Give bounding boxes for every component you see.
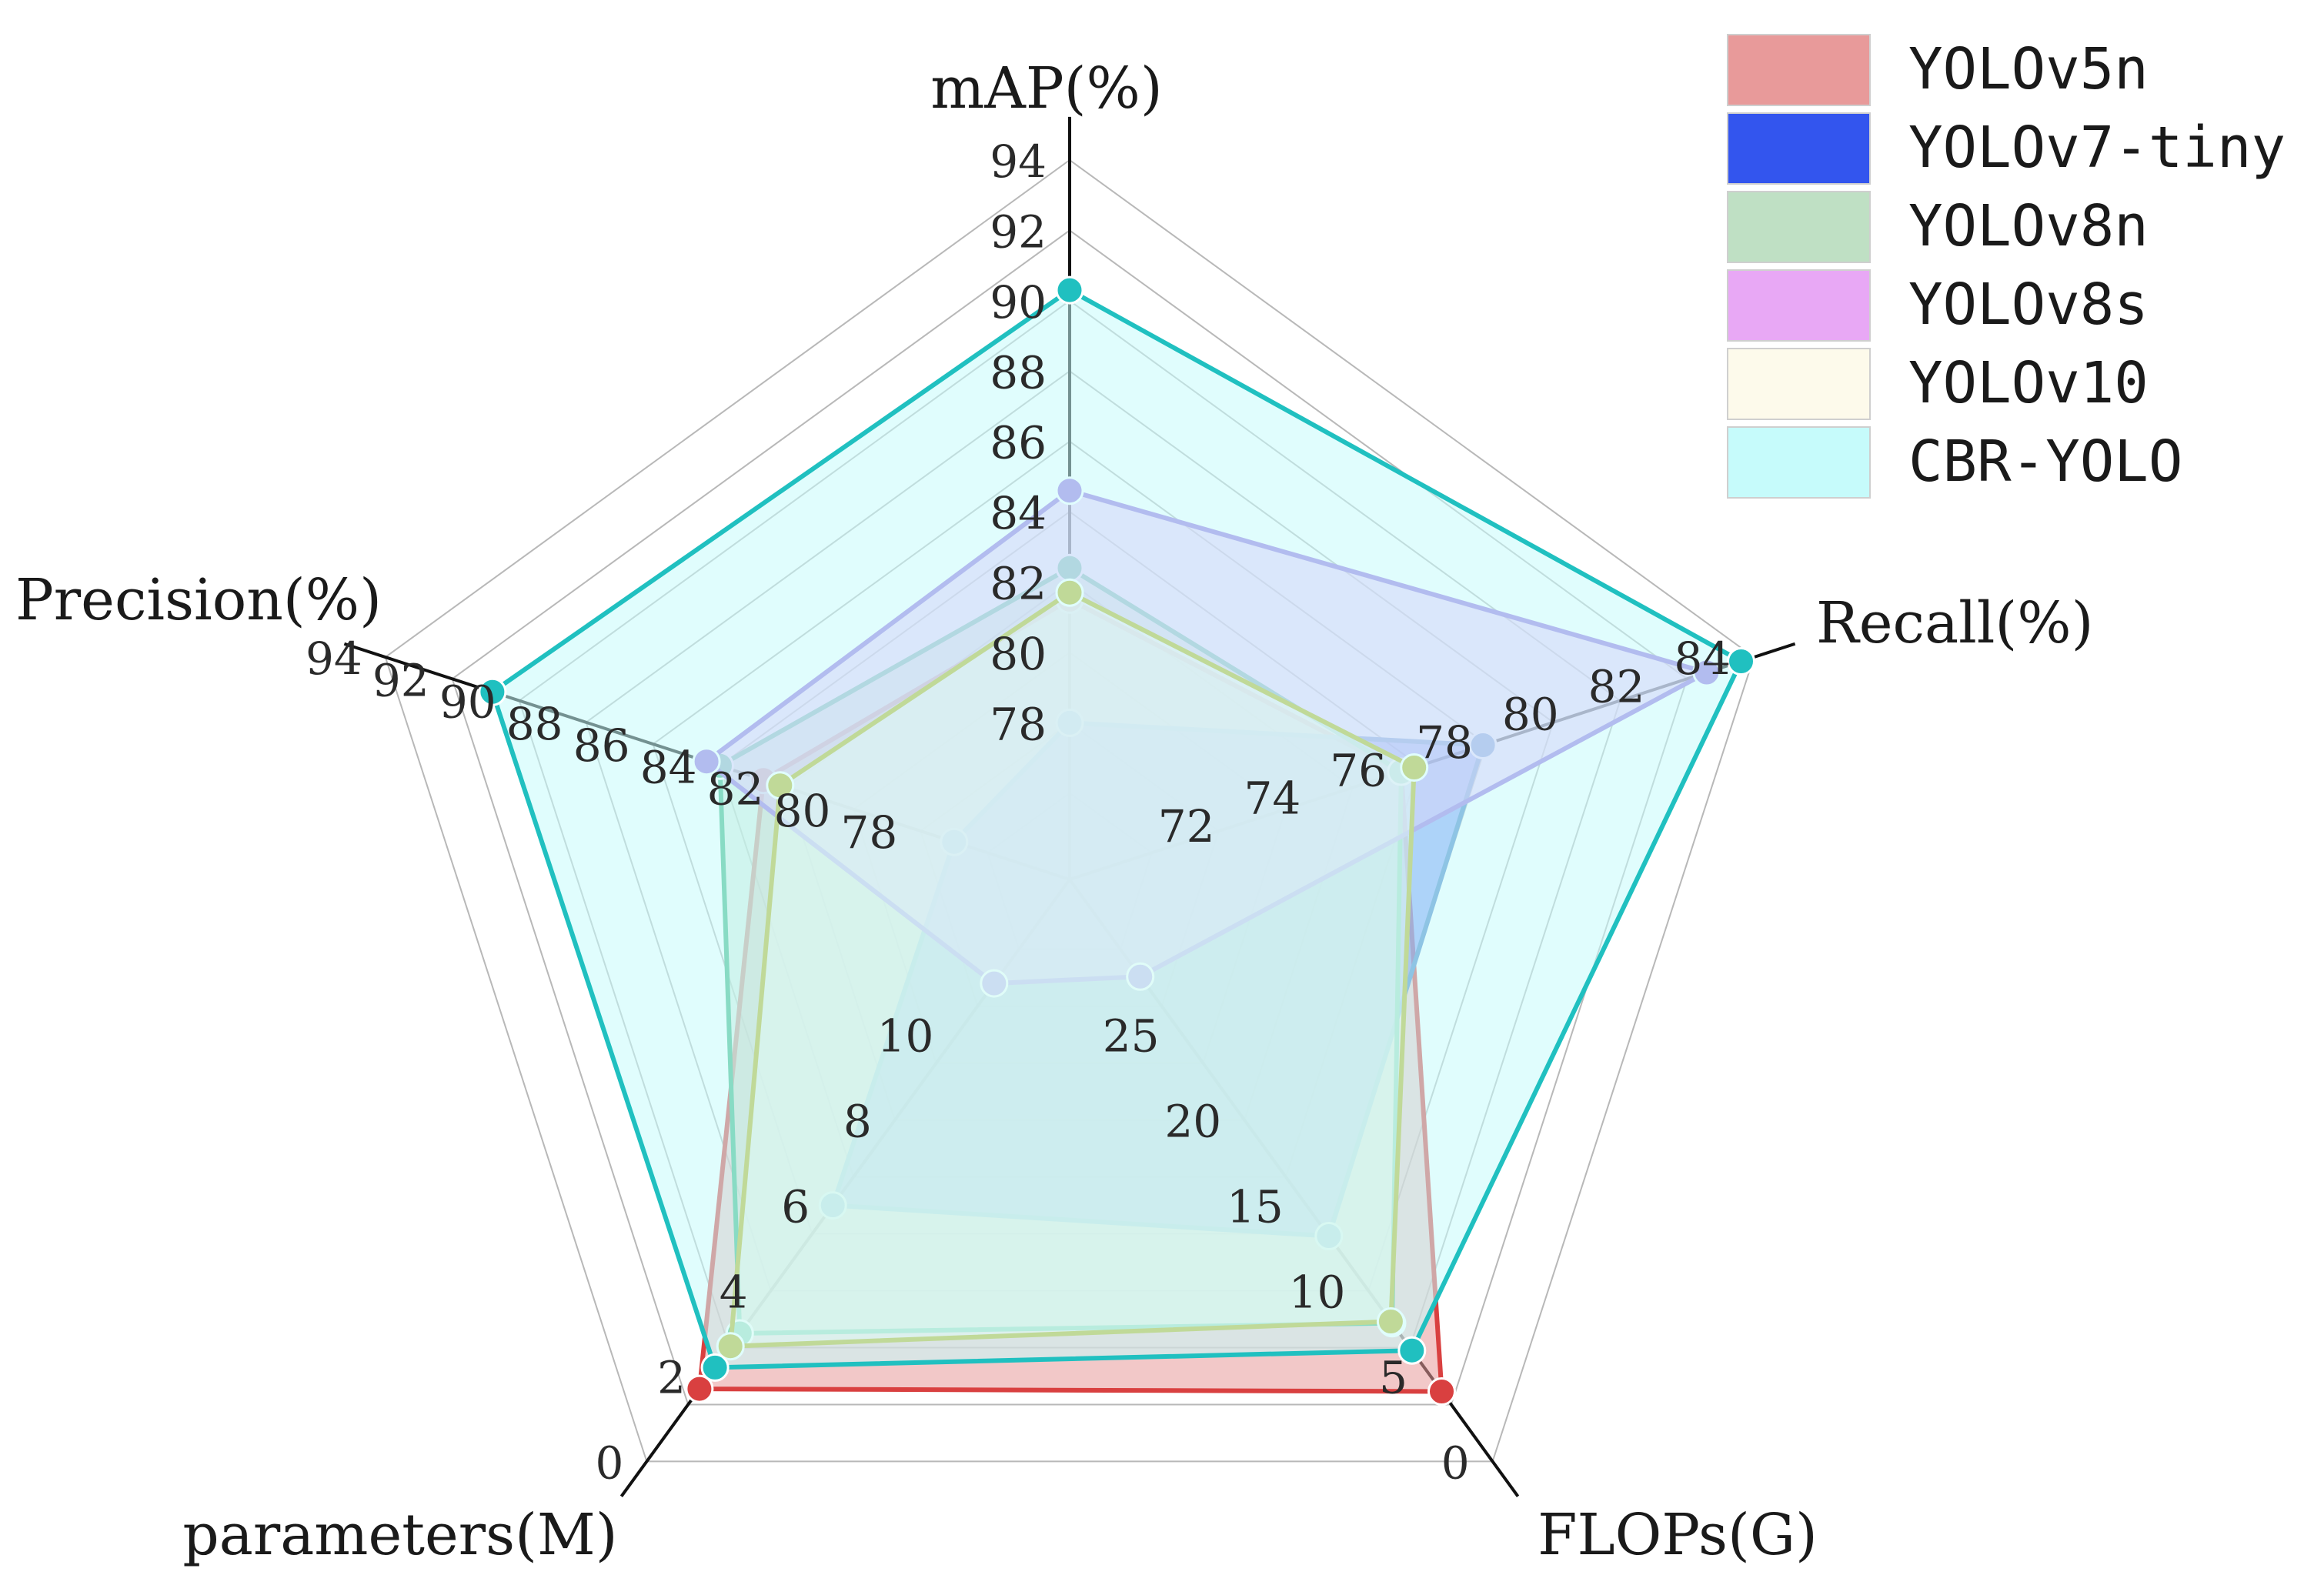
tick-label: 82 <box>1588 660 1645 712</box>
axis-label: Recall(%) <box>1816 590 2093 656</box>
tick-label: 0 <box>595 1437 623 1489</box>
axis-label-layer: mAP(%) Recall(%) FLOPs(G) parameters(M) Prec… <box>15 55 2093 1568</box>
tick-label: 86 <box>990 417 1047 469</box>
tick-label: 72 <box>1158 800 1215 853</box>
tick-label: 78 <box>1416 716 1473 769</box>
legend-label: YOLOv10 <box>1908 350 2149 416</box>
tick-label: 88 <box>506 698 563 750</box>
tick-label: 88 <box>990 346 1047 399</box>
series-cbr-yolo <box>478 275 1755 1382</box>
tick-label: 10 <box>1289 1266 1346 1319</box>
tick-label: 82 <box>990 558 1047 610</box>
data-point <box>1727 647 1755 676</box>
tick-label: 78 <box>840 806 897 859</box>
tick-label: 92 <box>990 205 1047 258</box>
data-point <box>685 1374 714 1403</box>
tick-label: 86 <box>573 719 630 772</box>
legend-swatch <box>1727 426 1871 499</box>
legend-swatch <box>1727 348 1871 420</box>
tick-label: 80 <box>1502 689 1559 741</box>
data-point <box>1055 275 1084 305</box>
tick-label: 2 <box>657 1352 686 1404</box>
tick-label: 8 <box>843 1096 872 1148</box>
grid-ring <box>384 158 1755 1463</box>
series-layer <box>478 275 1755 1406</box>
tick-label: 20 <box>1164 1096 1221 1148</box>
tick-label: 82 <box>707 763 764 816</box>
axis-label: parameters(M) <box>182 1502 617 1568</box>
tick-label: 6 <box>781 1181 810 1233</box>
series-area <box>489 288 1744 1370</box>
legend-swatch <box>1727 269 1871 342</box>
legend-swatch <box>1727 34 1871 106</box>
tick-label: 74 <box>1244 772 1301 825</box>
data-point <box>1397 1336 1427 1365</box>
legend-label: YOLOv8n <box>1908 193 2149 259</box>
legend-label: YOLOv8s <box>1908 272 2149 338</box>
legend-label: YOLOv7-tiny <box>1908 115 2286 181</box>
data-point <box>478 677 507 706</box>
tick-label: 78 <box>990 698 1047 750</box>
tick-label: 84 <box>1674 632 1731 685</box>
tick-layer: 7880828486889092947274767880828425201510… <box>306 135 1731 1489</box>
data-point <box>1427 1377 1456 1406</box>
tick-label: 0 <box>1441 1437 1470 1489</box>
tick-label: 84 <box>990 487 1047 539</box>
axis-label: mAP(%) <box>930 55 1162 122</box>
tick-label: 94 <box>306 632 362 685</box>
tick-label: 76 <box>1330 744 1387 796</box>
tick-label: 80 <box>990 628 1047 680</box>
tick-label: 80 <box>774 785 831 837</box>
legend-swatch <box>1727 112 1871 185</box>
legend-swatch <box>1727 191 1871 263</box>
axis-label: Precision(%) <box>15 567 382 633</box>
tick-label: 5 <box>1379 1352 1407 1404</box>
tick-label: 4 <box>720 1266 748 1319</box>
data-point <box>700 1353 730 1382</box>
axis-label: FLOPs(G) <box>1538 1502 1818 1568</box>
tick-label: 94 <box>990 135 1047 188</box>
tick-label: 15 <box>1227 1181 1284 1233</box>
tick-label: 90 <box>990 276 1047 329</box>
tick-label: 10 <box>877 1010 934 1063</box>
tick-label: 25 <box>1103 1010 1160 1063</box>
tick-label: 84 <box>640 741 697 793</box>
tick-label: 92 <box>372 654 429 706</box>
legend-label: YOLOv5n <box>1908 36 2149 102</box>
legend: YOLOv5nYOLOv7-tinyYOLOv8nYOLOv8sYOLOv10C… <box>1727 34 2286 499</box>
tick-label: 90 <box>439 676 496 729</box>
legend-label: CBR-YOLO <box>1908 429 2182 495</box>
